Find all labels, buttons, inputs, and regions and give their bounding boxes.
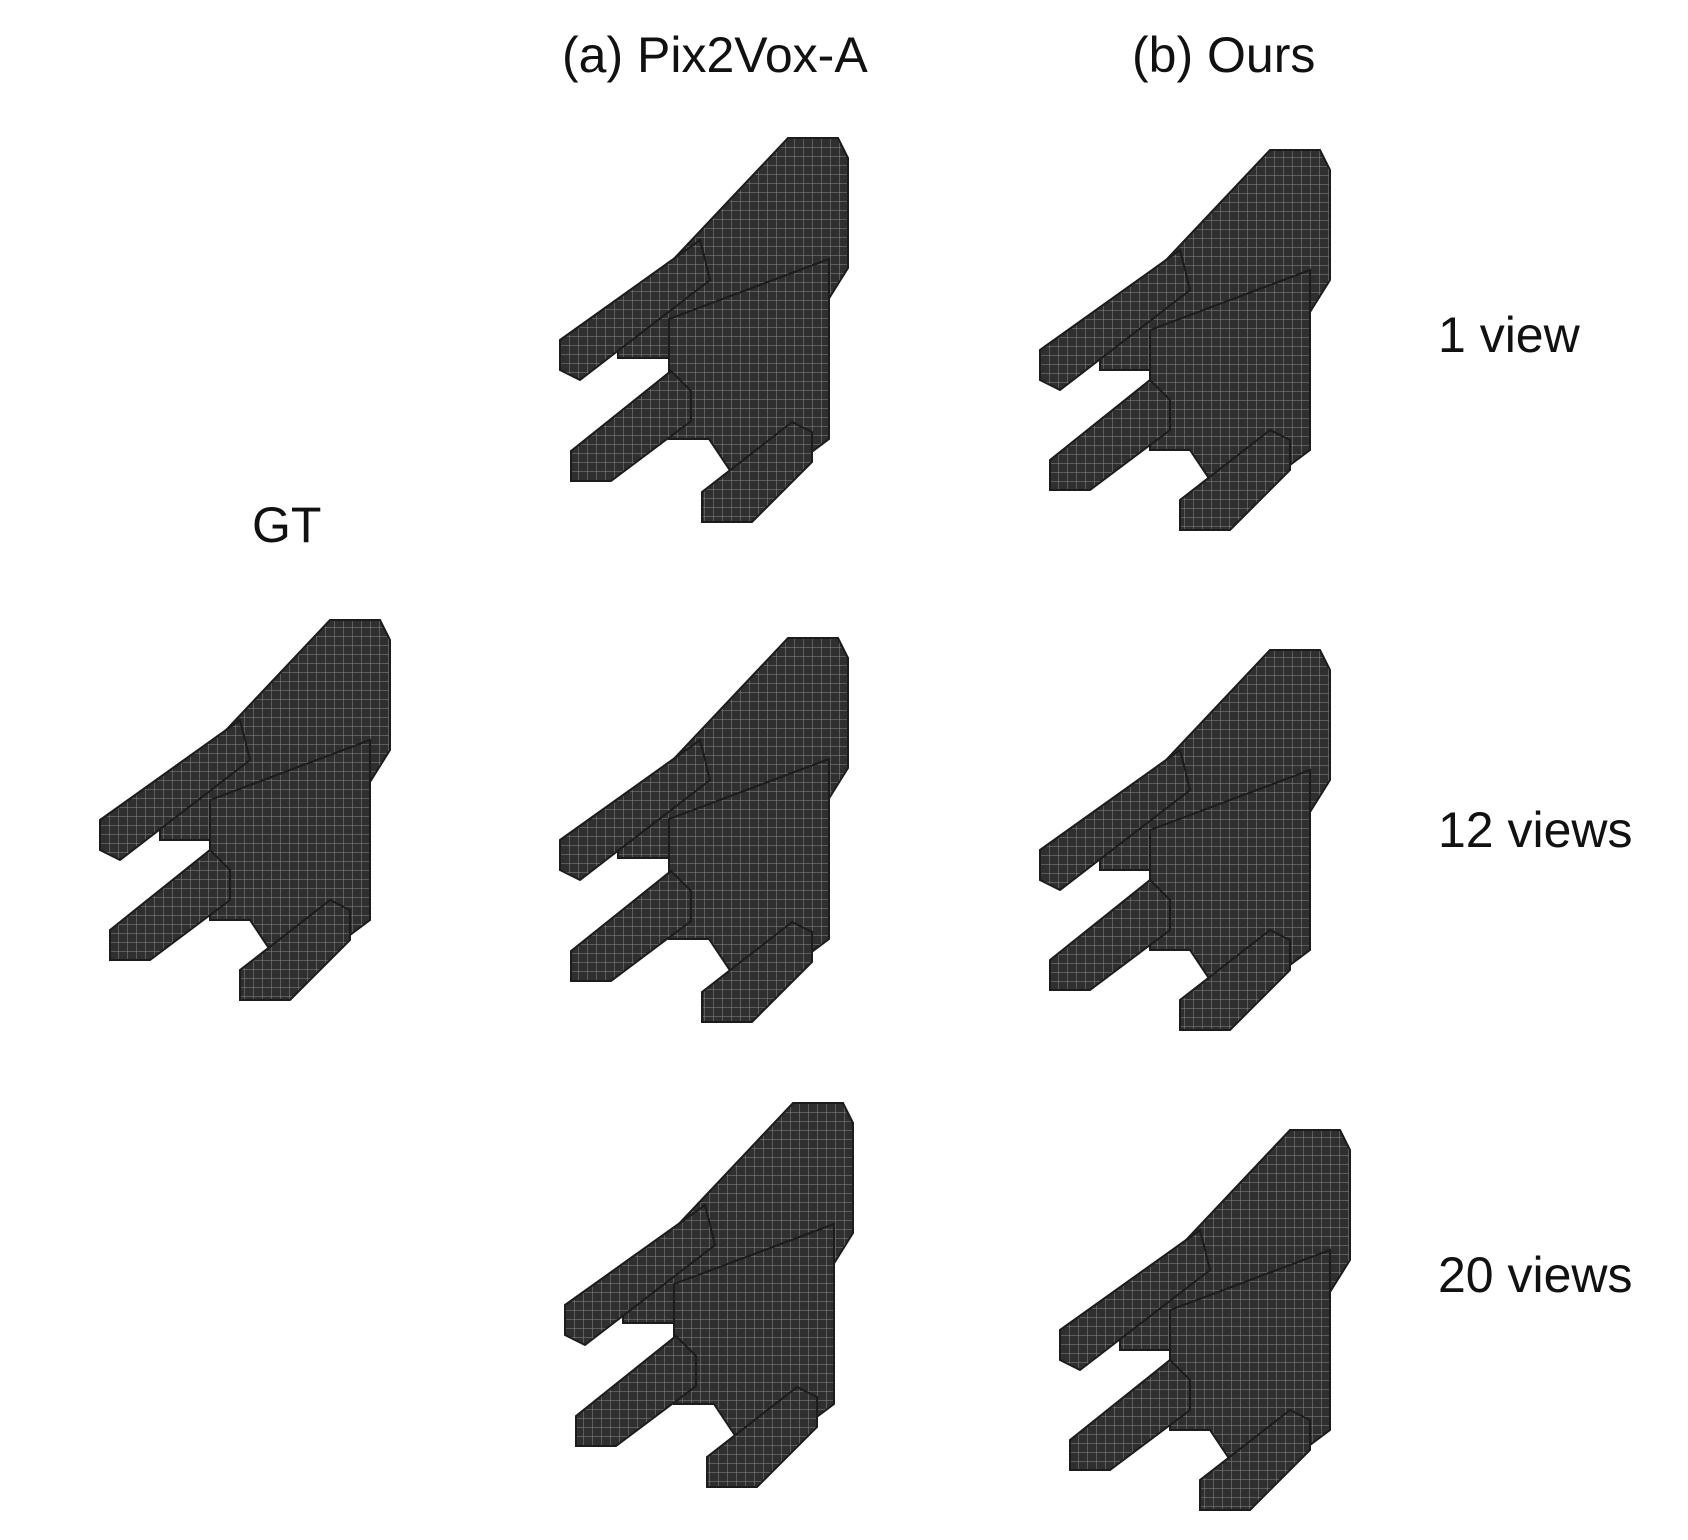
voxel-part-legR (1179, 428, 1291, 531)
column-header-ours: (b) Ours (1132, 27, 1316, 83)
voxel-part-legR (1179, 928, 1291, 1031)
voxel-part-legR (701, 420, 813, 523)
voxel-pix2vox-1-view (559, 137, 849, 523)
voxel-part-armL (1059, 1228, 1212, 1372)
voxel-part-legL (109, 848, 231, 961)
voxel-part-legR (239, 898, 351, 1001)
voxel-ours-12-views (1039, 649, 1331, 1031)
row-label-20-views: 20 views (1438, 1247, 1633, 1303)
voxel-part-armL (559, 238, 712, 382)
row-label-1-view: 1 view (1438, 307, 1580, 363)
voxel-part-legL (1049, 878, 1171, 991)
voxel-gt (99, 619, 391, 1001)
voxel-part-legR (706, 1385, 818, 1488)
voxel-part-legL (575, 1334, 697, 1447)
voxel-part-legL (1049, 378, 1171, 491)
voxel-part-legR (701, 920, 813, 1023)
voxel-ours-20-views (1059, 1129, 1351, 1511)
voxel-part-legL (1069, 1358, 1191, 1471)
voxel-part-legL (570, 369, 692, 482)
voxel-pix2vox-20-views (564, 1102, 854, 1488)
voxel-part-armL (99, 718, 252, 862)
voxel-part-legL (570, 869, 692, 982)
voxel-part-armL (1039, 748, 1192, 892)
voxel-pix2vox-12-views (559, 637, 849, 1023)
ground-truth-label: GT (252, 497, 322, 553)
voxel-part-armL (564, 1203, 717, 1347)
voxel-ours-1-view (1039, 149, 1331, 531)
voxel-part-armL (1039, 248, 1192, 392)
voxel-part-legR (1199, 1408, 1311, 1511)
row-label-12-views: 12 views (1438, 802, 1633, 858)
column-header-pix2vox-a: (a) Pix2Vox-A (562, 27, 868, 83)
voxel-part-armL (559, 738, 712, 882)
